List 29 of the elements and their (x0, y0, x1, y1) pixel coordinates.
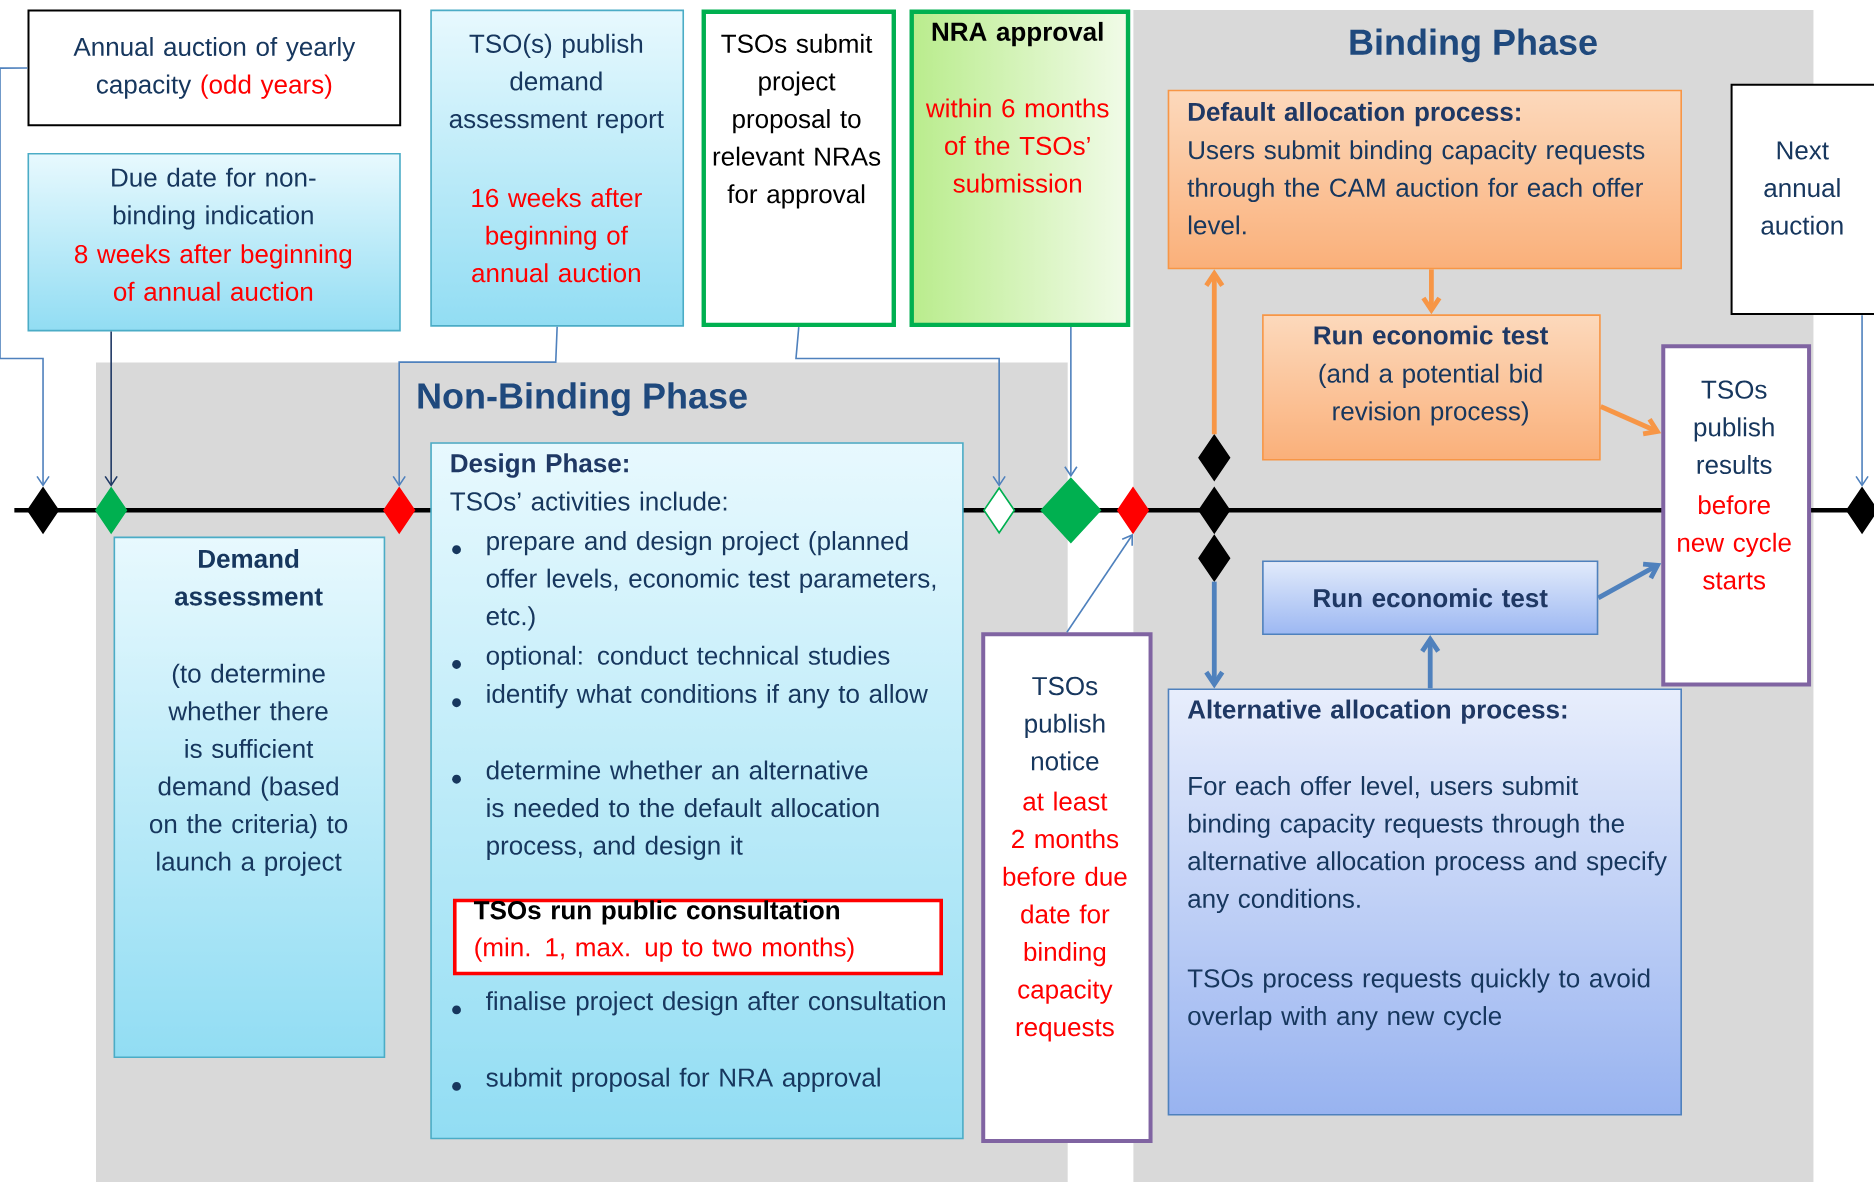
milestone-diamond (1198, 534, 1231, 582)
arrow (1204, 269, 1225, 435)
arrow (104, 330, 118, 487)
milestone-box: TSO(s) publish demand assessment report 16 weeks after beginning of annual auction (430, 9, 685, 327)
milestone-box: Due date for non-binding indication 8 weeks after beginning of annual auction (27, 152, 401, 332)
milestone-diamond (1040, 477, 1102, 544)
process-box: Run economic test (1262, 560, 1599, 636)
arrow (392, 325, 558, 487)
process-box: Alternative allocation process: For each offer level, users submit binding capacity requests through the alternative allocation process and specify any conditions. TSOs process requests quickly to avoid overlap with any new cycle (1167, 688, 1682, 1116)
arrow (1599, 404, 1662, 437)
process-box: Run economic test (and a potential bid revision process) (1262, 314, 1601, 461)
process-box: Demand assessment (to determine whether there is sufficient demand (based on the criteria) to launch a project (113, 536, 386, 1059)
arrow (1420, 635, 1441, 689)
milestone-box: TSOs publish notice at least 2 months before due date for binding capacity requests (981, 632, 1153, 1143)
arrow (1204, 581, 1225, 689)
consultation-box: TSOs run public consultation (min. 1, max. up to two months) (452, 898, 943, 976)
arrow (1066, 533, 1133, 634)
arrow (0, 67, 50, 487)
process-box: Default allocation process: Users submit binding capacity requests through the CAM auction for each offer level. (1167, 89, 1682, 270)
event-box: Next annual auction (1730, 83, 1874, 316)
arrow (1064, 326, 1078, 478)
arrow (1855, 314, 1869, 487)
milestone-box: NRA approval within 6 months of the TSOs’ submission (909, 9, 1131, 328)
arrow (1421, 269, 1442, 315)
event-box: Annual auction of yearly capacity (odd years) (27, 9, 402, 127)
milestone-box: TSOs publish results before new cycle starts (1661, 344, 1812, 687)
milestone-box: TSOs submit project proposal to relevant NRAs for approval (701, 9, 896, 328)
arrow (1597, 561, 1662, 600)
arrow (795, 326, 1006, 487)
